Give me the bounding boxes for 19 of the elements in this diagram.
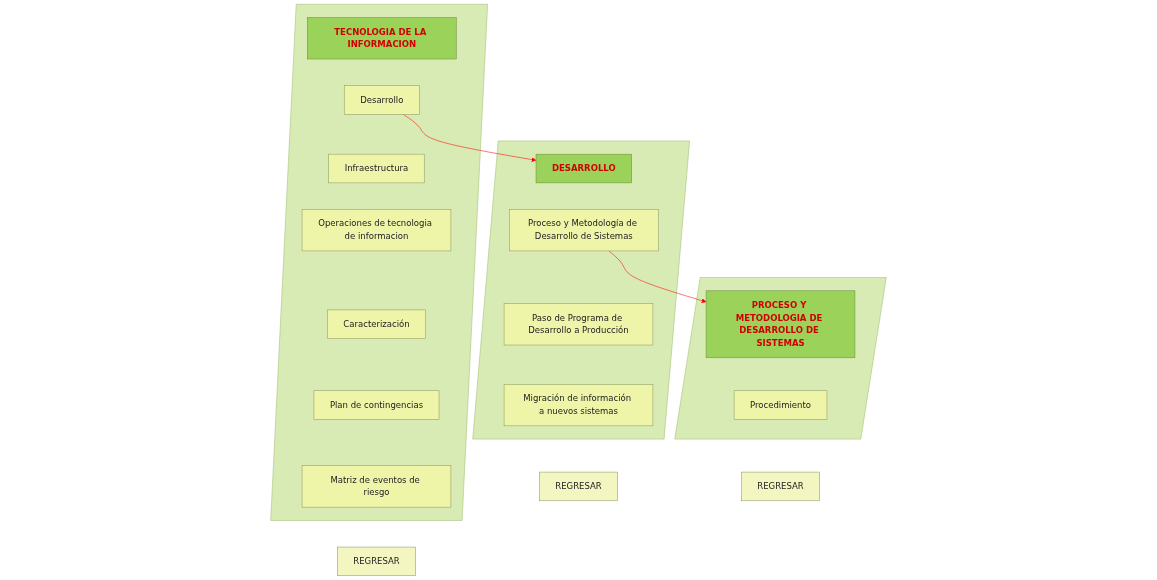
- node-box: REGRESAR: [337, 546, 416, 576]
- node-box: Matriz de eventos de riesgo: [301, 465, 452, 508]
- cluster: [270, 4, 488, 521]
- node-box: Procedimiento: [733, 390, 828, 420]
- node-box: Paso de Programa de Desarrollo a Producción: [503, 303, 654, 346]
- node-box: REGRESAR: [539, 471, 618, 502]
- cluster: [674, 277, 887, 440]
- node-box: Desarrollo: [343, 85, 420, 115]
- node-box: Operaciones de tecnologia de informacion: [301, 209, 452, 252]
- cluster: [472, 140, 690, 440]
- node-box: Plan de contingencias: [313, 390, 440, 420]
- node-box: Infraestructura: [328, 153, 425, 184]
- node-box: PROCESO Y METODOLOGIA DE DESARROLLO DE SISTEMAS: [705, 290, 856, 359]
- node-box: Migración de información a nuevos sistemas: [503, 384, 654, 427]
- node-box: REGRESAR: [741, 471, 820, 502]
- node-box: TECNOLOGIA DE LA INFORMACION: [307, 17, 457, 60]
- node-box: Proceso y Metodología de Desarrollo de Sistemas: [509, 209, 659, 252]
- node-box: DESARROLLO: [535, 153, 632, 184]
- node-box: Caracterización: [327, 309, 426, 339]
